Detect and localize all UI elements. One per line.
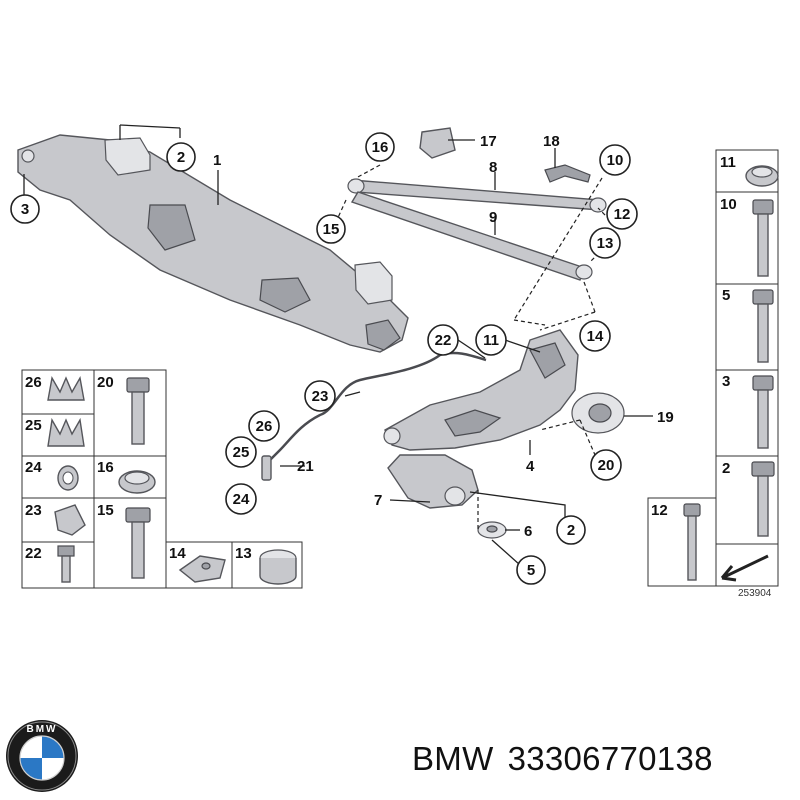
label-10: 10 <box>607 152 624 169</box>
label-22: 22 <box>435 332 452 349</box>
callout-9: 9 <box>489 209 497 226</box>
callout-7: 7 <box>374 492 382 509</box>
callout-19: 19 <box>657 409 674 426</box>
callout-2-top: 2 <box>166 142 196 172</box>
col-label-2: 2 <box>722 460 730 477</box>
callout-2-bottom: 2 <box>556 515 586 545</box>
direction-arrow-icon <box>720 554 769 582</box>
label-15: 15 <box>323 221 340 238</box>
callout-17: 17 <box>480 133 497 150</box>
subframe-part <box>17 134 409 353</box>
label-3: 3 <box>21 201 29 218</box>
clip-18-part <box>544 164 591 183</box>
label-1: 1 <box>213 152 221 169</box>
callout-8: 8 <box>489 159 497 176</box>
left-parts-grid: 26 25 24 23 22 20 16 15 14 13 <box>21 369 303 589</box>
wheel-hub-part <box>571 392 625 434</box>
right-parts-column: 11 10 5 3 2 12 253904 <box>647 149 779 599</box>
label-24: 24 <box>233 491 250 508</box>
label-6: 6 <box>524 523 532 540</box>
label-21: 21 <box>297 458 314 475</box>
label-18: 18 <box>543 133 560 150</box>
label-11: 11 <box>483 332 499 349</box>
callout-12: 12 <box>606 198 638 230</box>
col-label-3: 3 <box>722 373 730 390</box>
col-label-12: 12 <box>651 502 668 519</box>
grid-label-26: 26 <box>25 374 42 391</box>
callout-3: 3 <box>10 194 40 224</box>
label-26: 26 <box>256 418 273 435</box>
brand-name: BMW <box>412 740 494 777</box>
grid-label-23: 23 <box>25 502 42 519</box>
callout-25: 25 <box>225 436 257 468</box>
bracket-17-part <box>419 127 456 159</box>
callout-15: 15 <box>316 214 346 244</box>
label-16: 16 <box>372 139 389 156</box>
logo-letters: BMW <box>27 724 58 735</box>
grid-label-15: 15 <box>97 502 114 519</box>
wheel-carrier-part <box>383 329 579 451</box>
grid-label-20: 20 <box>97 374 114 391</box>
label-2-bottom: 2 <box>567 522 575 539</box>
label-19: 19 <box>657 409 674 426</box>
callout-23: 23 <box>304 380 336 412</box>
label-17: 17 <box>480 133 497 150</box>
label-4: 4 <box>526 458 535 475</box>
callout-5: 5 <box>516 555 546 585</box>
callout-14: 14 <box>579 320 611 352</box>
col-label-5: 5 <box>722 287 730 304</box>
grid-label-14: 14 <box>169 545 186 562</box>
label-8: 8 <box>489 159 497 176</box>
callout-26: 26 <box>248 410 280 442</box>
sensor-21-part <box>261 455 272 481</box>
bmw-logo: BMW <box>6 720 78 792</box>
label-13: 13 <box>597 235 614 252</box>
part-caption: BMW 33306770138 <box>412 740 727 778</box>
reference-number: 253904 <box>738 588 772 599</box>
grid-label-16: 16 <box>97 459 114 476</box>
upper-link-part <box>347 178 607 213</box>
callout-13: 13 <box>589 227 621 259</box>
callout-16: 16 <box>365 132 395 162</box>
label-7: 7 <box>374 492 382 509</box>
callout-21: 21 <box>297 458 314 475</box>
col-label-11: 11 <box>720 154 736 171</box>
callout-10: 10 <box>599 144 631 176</box>
label-5: 5 <box>527 562 535 579</box>
lower-link-part <box>350 191 593 281</box>
col-label-10: 10 <box>720 196 737 213</box>
callouts: 1 2 3 16 15 17 18 8 9 10 12 13 14 22 11 … <box>10 132 674 585</box>
callout-1: 1 <box>213 152 221 169</box>
label-20: 20 <box>598 457 615 474</box>
callout-6: 6 <box>524 523 532 540</box>
grid-label-25: 25 <box>25 417 42 434</box>
grid-label-22: 22 <box>25 545 42 562</box>
callout-20: 20 <box>590 449 622 481</box>
label-23: 23 <box>312 388 329 405</box>
label-9: 9 <box>489 209 497 226</box>
callout-11: 11 <box>475 324 507 356</box>
part-number: 33306770138 <box>507 740 713 777</box>
callout-22: 22 <box>427 324 459 356</box>
label-12: 12 <box>614 206 631 223</box>
callout-4: 4 <box>526 458 535 475</box>
label-14: 14 <box>587 328 604 345</box>
label-2-top: 2 <box>177 149 185 166</box>
washer-part <box>477 521 507 539</box>
callout-18: 18 <box>543 133 560 150</box>
grid-label-13: 13 <box>235 545 252 562</box>
callout-24: 24 <box>225 483 257 515</box>
grid-label-24: 24 <box>25 459 42 476</box>
label-25: 25 <box>233 444 250 461</box>
